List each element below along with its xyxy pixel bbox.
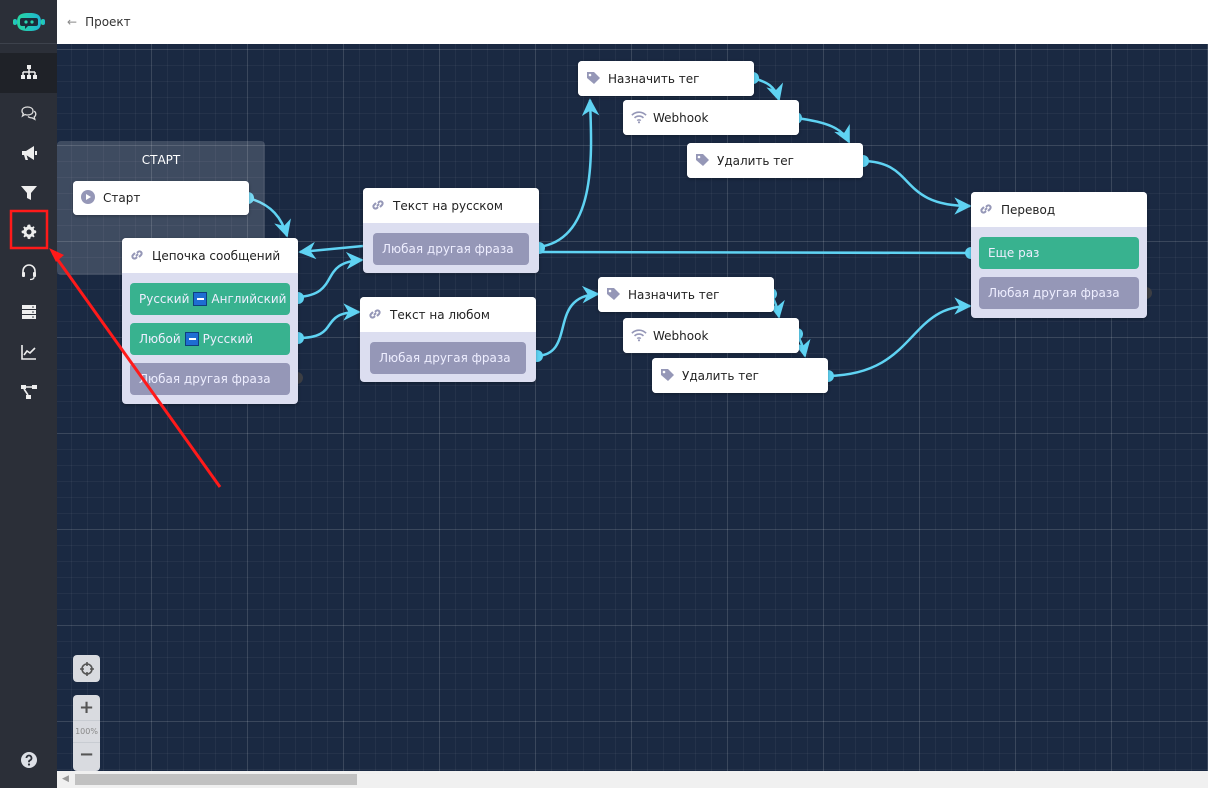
- wire-remove-to-translate: [862, 159, 972, 215]
- headset-icon: [21, 264, 36, 281]
- link-icon: [371, 198, 387, 214]
- center-view-button[interactable]: [73, 655, 100, 682]
- wifi-icon: [631, 328, 647, 344]
- wire-ru-en-to-textru: [297, 251, 364, 299]
- action-webhook[interactable]: Webhook: [623, 318, 799, 353]
- lang-from: Любой: [139, 332, 181, 346]
- scrollbar-thumb[interactable]: [75, 774, 357, 785]
- wire-textru-to-chain: [298, 241, 364, 260]
- node-text-ru[interactable]: Текст на русском Любая другая фраза: [363, 188, 539, 273]
- flow-canvas[interactable]: СТАРТ Старт Цепочка сообщений Русский Анг…: [57, 44, 1208, 771]
- action-label: Удалить тег: [682, 368, 759, 383]
- node-text-any-title: Текст на любом: [390, 307, 490, 322]
- wire-textru-to-assign-tag: [538, 98, 600, 249]
- wire-textru-to-translate-again: [538, 250, 972, 255]
- play-circle-icon: [81, 190, 97, 206]
- zoom-in-button[interactable]: +: [73, 695, 100, 721]
- logo[interactable]: [0, 0, 57, 44]
- sidebar-item-broadcasts[interactable]: [0, 133, 57, 173]
- arrow-right-icon: [193, 292, 208, 306]
- sidebar-item-chats[interactable]: [0, 93, 57, 133]
- link-icon: [368, 307, 384, 323]
- help-button[interactable]: [0, 740, 57, 780]
- arrow-right-icon: [184, 332, 199, 346]
- wire-textany-to-assign2: [536, 285, 600, 358]
- action-assign-tag[interactable]: Назначить тег: [578, 61, 754, 96]
- tag-icon: [586, 71, 602, 87]
- button-again[interactable]: Еще раз: [979, 237, 1139, 269]
- tag-icon: [660, 368, 676, 384]
- chart-line-icon: [20, 345, 36, 360]
- node-chain-title: Цепочка сообщений: [152, 248, 281, 263]
- action-webhook[interactable]: Webhook: [623, 100, 799, 135]
- button-other-phrase[interactable]: Любая другая фраза: [979, 277, 1139, 309]
- button-other-phrase[interactable]: Любая другая фраза: [370, 342, 526, 374]
- action-remove-tag[interactable]: Удалить тег: [652, 358, 828, 393]
- tag-icon: [695, 153, 711, 169]
- scroll-left-icon[interactable]: ◀: [62, 774, 69, 784]
- wire-any-ru-to-textany: [297, 303, 361, 340]
- node-chain[interactable]: Цепочка сообщений Русский Английский Любо…: [122, 238, 298, 404]
- start-node-label: Старт: [103, 191, 141, 205]
- lang-to: Русский: [202, 332, 254, 346]
- button-other-phrase[interactable]: Любая другая фраза: [373, 233, 529, 265]
- arrow-left-icon[interactable]: ←: [67, 15, 78, 29]
- sidebar-item-filters[interactable]: [0, 173, 57, 213]
- button-other-phrase[interactable]: Любая другая фраза: [130, 363, 290, 395]
- crosshair-icon: [79, 661, 94, 676]
- wire-assign-to-webhook: [752, 76, 784, 102]
- wifi-icon: [631, 110, 647, 126]
- sidebar-item-analytics[interactable]: [0, 332, 57, 372]
- topbar: ← Проект: [57, 0, 1208, 44]
- sidebar-item-operators[interactable]: [0, 252, 57, 292]
- funnel-icon: [20, 186, 37, 200]
- action-label: Webhook: [653, 328, 709, 343]
- bot-logo-icon: [12, 12, 45, 31]
- node-translate[interactable]: Перевод Еще раз Любая другая фраза: [971, 192, 1147, 318]
- link-icon: [979, 202, 995, 218]
- button-any-ru[interactable]: Любой Русский: [130, 323, 290, 355]
- sitemap-icon: [20, 65, 37, 79]
- wire-remove2-to-translate: [827, 297, 972, 378]
- chat-bubbles-icon: [20, 106, 36, 121]
- question-circle-icon: [20, 752, 37, 768]
- action-label: Удалить тег: [717, 153, 794, 168]
- node-translate-title: Перевод: [1001, 202, 1056, 217]
- node-text-ru-title: Текст на русском: [393, 198, 503, 213]
- zoom-level: 100%: [73, 721, 100, 743]
- gear-icon: [21, 224, 36, 240]
- lang-from: Русский: [139, 292, 190, 306]
- wire-webhook-to-remove: [795, 116, 851, 144]
- lang-to: Английский: [211, 292, 287, 306]
- sidebar-item-settings[interactable]: [0, 212, 57, 252]
- horizontal-scrollbar[interactable]: ◀: [57, 771, 1208, 788]
- megaphone-icon: [21, 146, 37, 160]
- hierarchy-icon: [20, 385, 37, 399]
- zoom-control: + 100% −: [73, 695, 100, 771]
- start-node[interactable]: Старт: [73, 181, 249, 215]
- database-icon: [21, 305, 36, 319]
- action-assign-tag[interactable]: Назначить тег: [598, 277, 774, 312]
- action-label: Назначить тег: [628, 287, 720, 302]
- sidebar: [0, 0, 57, 788]
- sidebar-item-flows[interactable]: [0, 53, 57, 93]
- action-remove-tag[interactable]: Удалить тег: [687, 143, 863, 178]
- zoom-out-button[interactable]: −: [78, 744, 95, 765]
- tag-icon: [606, 287, 622, 303]
- sidebar-item-database[interactable]: [0, 292, 57, 332]
- action-label: Webhook: [653, 110, 709, 125]
- project-title[interactable]: Проект: [85, 15, 131, 29]
- node-text-any[interactable]: Текст на любом Любая другая фраза: [360, 297, 536, 382]
- action-label: Назначить тег: [608, 71, 700, 86]
- start-group-title: СТАРТ: [141, 153, 181, 167]
- sidebar-item-integrations[interactable]: [0, 372, 57, 412]
- link-icon: [130, 248, 146, 264]
- button-ru-en[interactable]: Русский Английский: [130, 283, 290, 315]
